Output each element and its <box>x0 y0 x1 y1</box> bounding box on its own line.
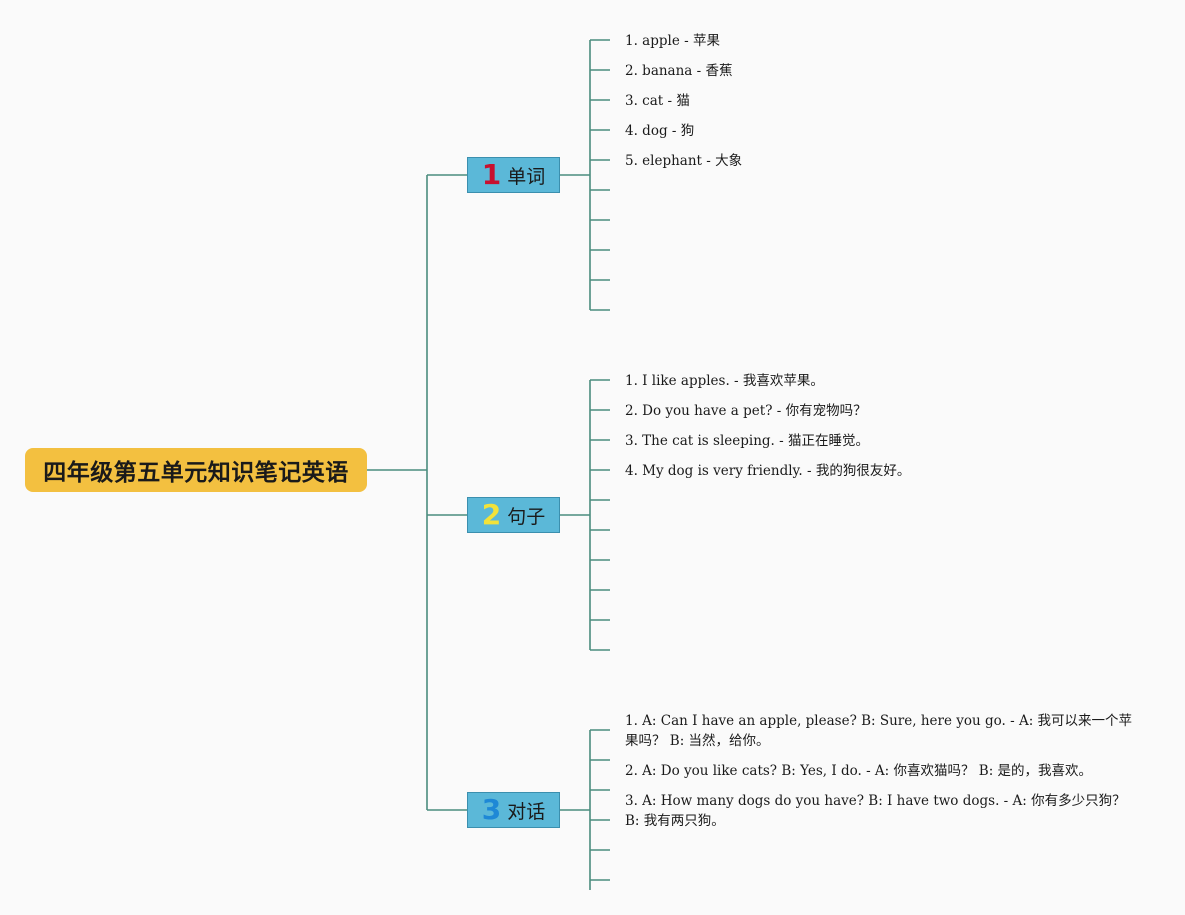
leaf-item[interactable]: 3. A: How many dogs do you have? B: I ha… <box>625 793 1126 829</box>
branch-label-sentences: 句子 <box>507 505 546 528</box>
leaf-item[interactable]: 4. My dog is very friendly. - 我的狗很友好。 <box>625 463 911 479</box>
leaf-item[interactable]: 3. The cat is sleeping. - 猫正在睡觉。 <box>625 433 869 449</box>
leaf-item[interactable]: 2. A: Do you like cats? B: Yes, I do. - … <box>625 763 1093 779</box>
branch-label-vocabulary: 单词 <box>507 165 546 188</box>
branch-number-2: 2 <box>481 498 502 531</box>
leaf-item[interactable]: 1. apple - 苹果 <box>625 33 720 49</box>
leaf-item[interactable]: 1. I like apples. - 我喜欢苹果。 <box>625 373 824 389</box>
leaf-item[interactable]: 2. banana - 香蕉 <box>625 63 733 79</box>
branch-node-sentences[interactable]: 2 句子 <box>467 497 560 533</box>
leaf-item[interactable]: 1. A: Can I have an apple, please? B: Su… <box>625 713 1133 749</box>
leaf-item[interactable]: 5. elephant - 大象 <box>625 153 743 169</box>
root-title: 四年级第五单元知识笔记英语 <box>43 460 349 486</box>
branch-number-1: 1 <box>481 158 502 191</box>
branch-label-dialogues: 对话 <box>507 800 546 823</box>
leaf-item[interactable]: 4. dog - 狗 <box>625 123 695 139</box>
leaf-item[interactable]: 3. cat - 猫 <box>625 93 690 109</box>
root-node[interactable]: 四年级第五单元知识笔记英语 <box>25 448 367 492</box>
leaf-item[interactable]: 2. Do you have a pet? - 你有宠物吗？ <box>625 403 867 419</box>
branch-node-dialogues[interactable]: 3 对话 <box>467 792 560 828</box>
branch-node-vocabulary[interactable]: 1 单词 <box>467 157 560 193</box>
branch-number-3: 3 <box>481 793 502 826</box>
